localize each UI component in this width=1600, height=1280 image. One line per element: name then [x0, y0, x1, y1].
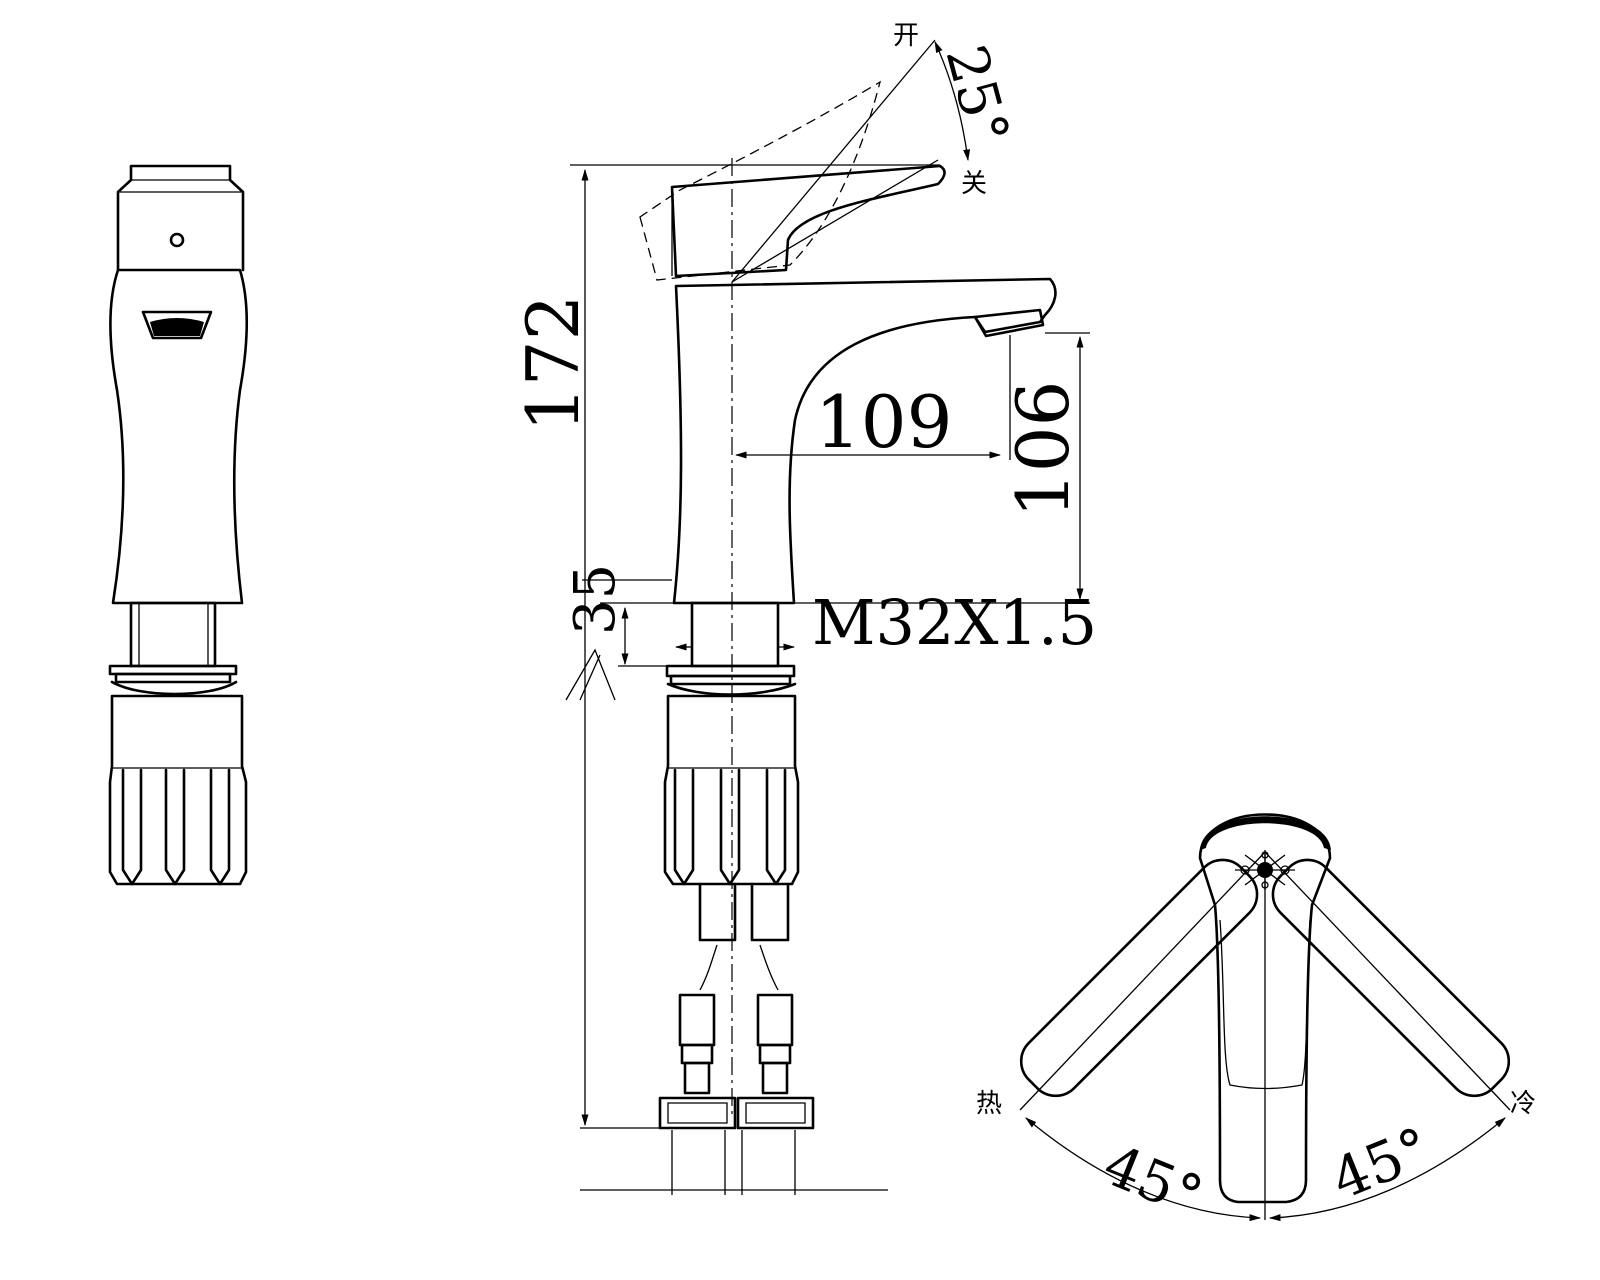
lock-nut	[108, 694, 248, 886]
dim-45-cold: 45°	[1323, 1116, 1439, 1213]
hose-right	[750, 882, 790, 942]
dim-109: 109	[815, 380, 952, 464]
mounting-nut	[663, 694, 800, 886]
label-open: 开	[893, 21, 919, 51]
handle-open-position	[639, 80, 882, 281]
dim-106: 106	[1001, 381, 1085, 518]
handle-cold-position	[1271, 858, 1511, 1098]
front-view	[565, 39, 1090, 1195]
body-outline	[109, 268, 249, 605]
dim-45-hot: 45°	[1095, 1133, 1211, 1230]
screw-hole-icon	[169, 232, 185, 248]
dim-172: 172	[511, 295, 595, 432]
handle-hot-position	[1019, 858, 1259, 1098]
handle	[670, 164, 946, 278]
fitting-right	[736, 993, 815, 1130]
label-cold: 冷	[1510, 1089, 1536, 1119]
label-close: 关	[961, 169, 987, 199]
dim-35: 35	[563, 564, 628, 635]
dim-thread: M32X1.5	[812, 586, 1097, 659]
handle-cap	[116, 164, 245, 272]
decorative-logo-icon	[1235, 850, 1295, 890]
side-view	[108, 164, 249, 886]
aerator-outlet	[973, 308, 1045, 338]
top-view	[1019, 813, 1511, 1222]
aerator-icon	[141, 310, 213, 340]
fitting-left	[658, 993, 737, 1130]
dim-25-angle: 25°	[932, 39, 1020, 152]
hose-left	[698, 882, 737, 942]
label-hot: 热	[976, 1089, 1002, 1119]
